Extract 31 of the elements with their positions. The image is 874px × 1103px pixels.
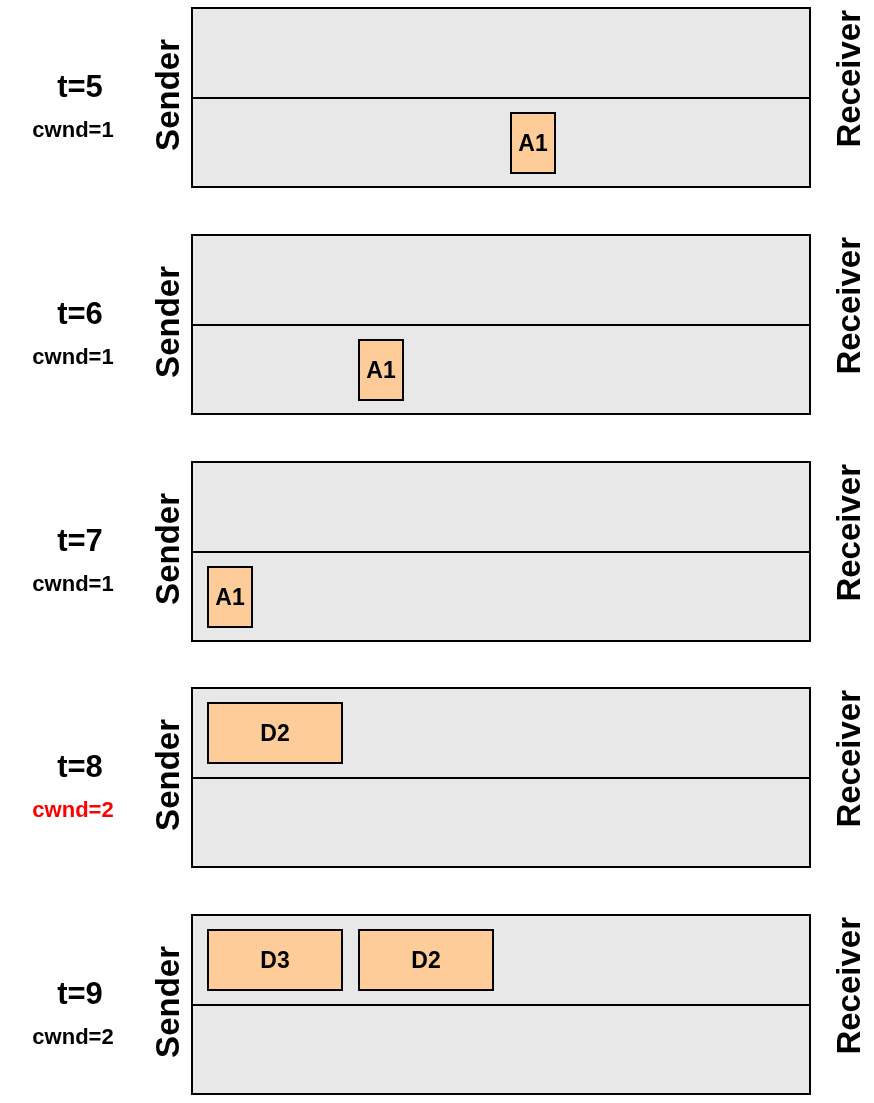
time-label: t=5	[56, 69, 104, 105]
cwnd-label: cwnd=1	[31, 344, 115, 370]
time-label: t=6	[56, 296, 104, 332]
channel-panel	[191, 914, 811, 1095]
time-label: t=9	[56, 976, 104, 1012]
cwnd-label: cwnd=1	[31, 571, 115, 597]
sender-label: Sender	[150, 39, 186, 151]
sender-label: Sender	[150, 719, 186, 831]
channel-panel	[191, 687, 811, 868]
cwnd-label: cwnd=1	[31, 117, 115, 143]
sender-label: Sender	[150, 493, 186, 605]
channel-panel	[191, 461, 811, 642]
time-label: t=8	[56, 749, 104, 785]
receiver-label: Receiver	[831, 10, 867, 148]
receiver-label: Receiver	[831, 690, 867, 828]
time-label: t=7	[56, 523, 104, 559]
packet-box: A1	[207, 566, 253, 628]
channel-panel	[191, 234, 811, 415]
packet-box: D3	[207, 929, 343, 991]
sender-label: Sender	[150, 946, 186, 1058]
packet-box: D2	[358, 929, 494, 991]
cwnd-label: cwnd=2	[31, 797, 115, 823]
channel-panel	[191, 7, 811, 188]
cwnd-label: cwnd=2	[31, 1024, 115, 1050]
receiver-label: Receiver	[831, 917, 867, 1055]
packet-box: A1	[510, 112, 556, 174]
packet-box: A1	[358, 339, 404, 401]
sender-label: Sender	[150, 266, 186, 378]
packet-box: D2	[207, 702, 343, 764]
receiver-label: Receiver	[831, 464, 867, 602]
receiver-label: Receiver	[831, 237, 867, 375]
